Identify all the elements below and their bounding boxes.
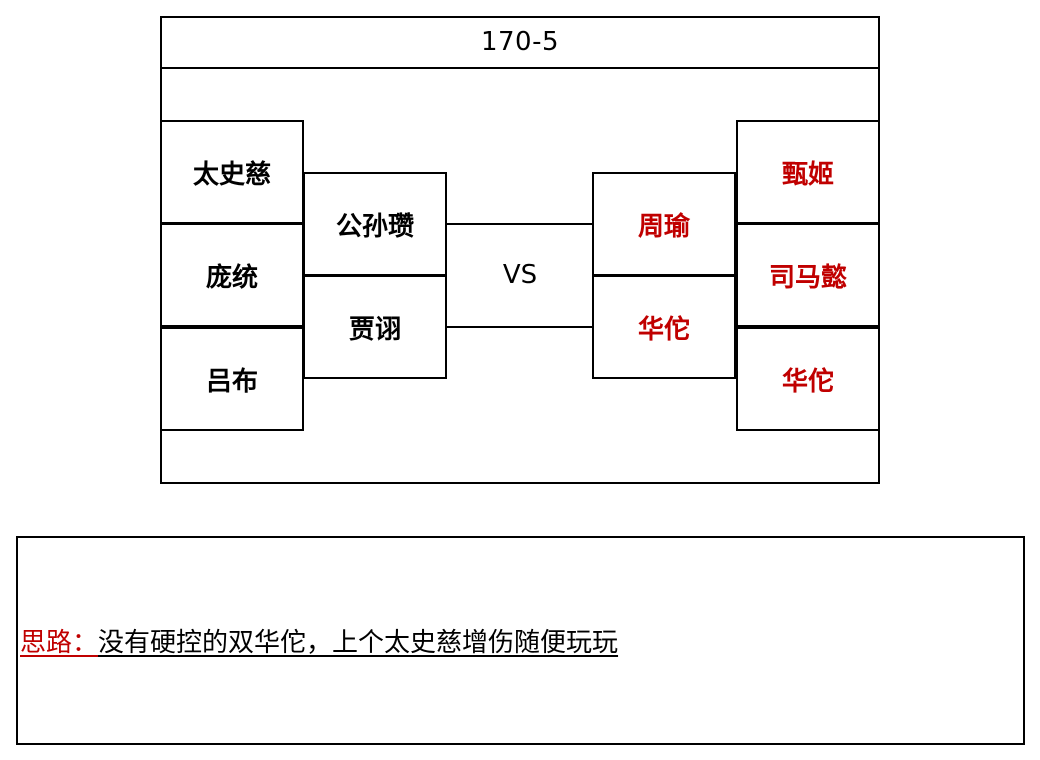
strategy-note-box: [16, 536, 1025, 745]
right-outer-hero-1: 甄姬: [736, 120, 880, 224]
matchup-title: 170-5: [160, 16, 880, 69]
right-outer-hero-2: 司马懿: [736, 223, 880, 327]
left-inner-hero-2: 贾诩: [303, 275, 447, 379]
left-outer-hero-2: 庞统: [160, 223, 304, 327]
right-inner-hero-1: 周瑜: [592, 172, 736, 276]
right-outer-hero-3: 华佗: [736, 327, 880, 431]
connector-top: [446, 223, 594, 225]
left-inner-hero-1: 公孙瓒: [303, 172, 447, 276]
left-outer-hero-3: 吕布: [160, 327, 304, 431]
strategy-note-text: 没有硬控的双华佗，上个太史慈增伤随便玩玩: [98, 628, 619, 658]
strategy-note-label: 思路：: [20, 628, 99, 658]
right-inner-hero-2: 华佗: [592, 275, 736, 379]
vs-label: VS: [502, 260, 538, 290]
left-outer-hero-1: 太史慈: [160, 120, 304, 224]
connector-bottom: [446, 326, 594, 328]
strategy-note: 思路：没有硬控的双华佗，上个太史慈增伤随便玩玩: [20, 622, 618, 659]
